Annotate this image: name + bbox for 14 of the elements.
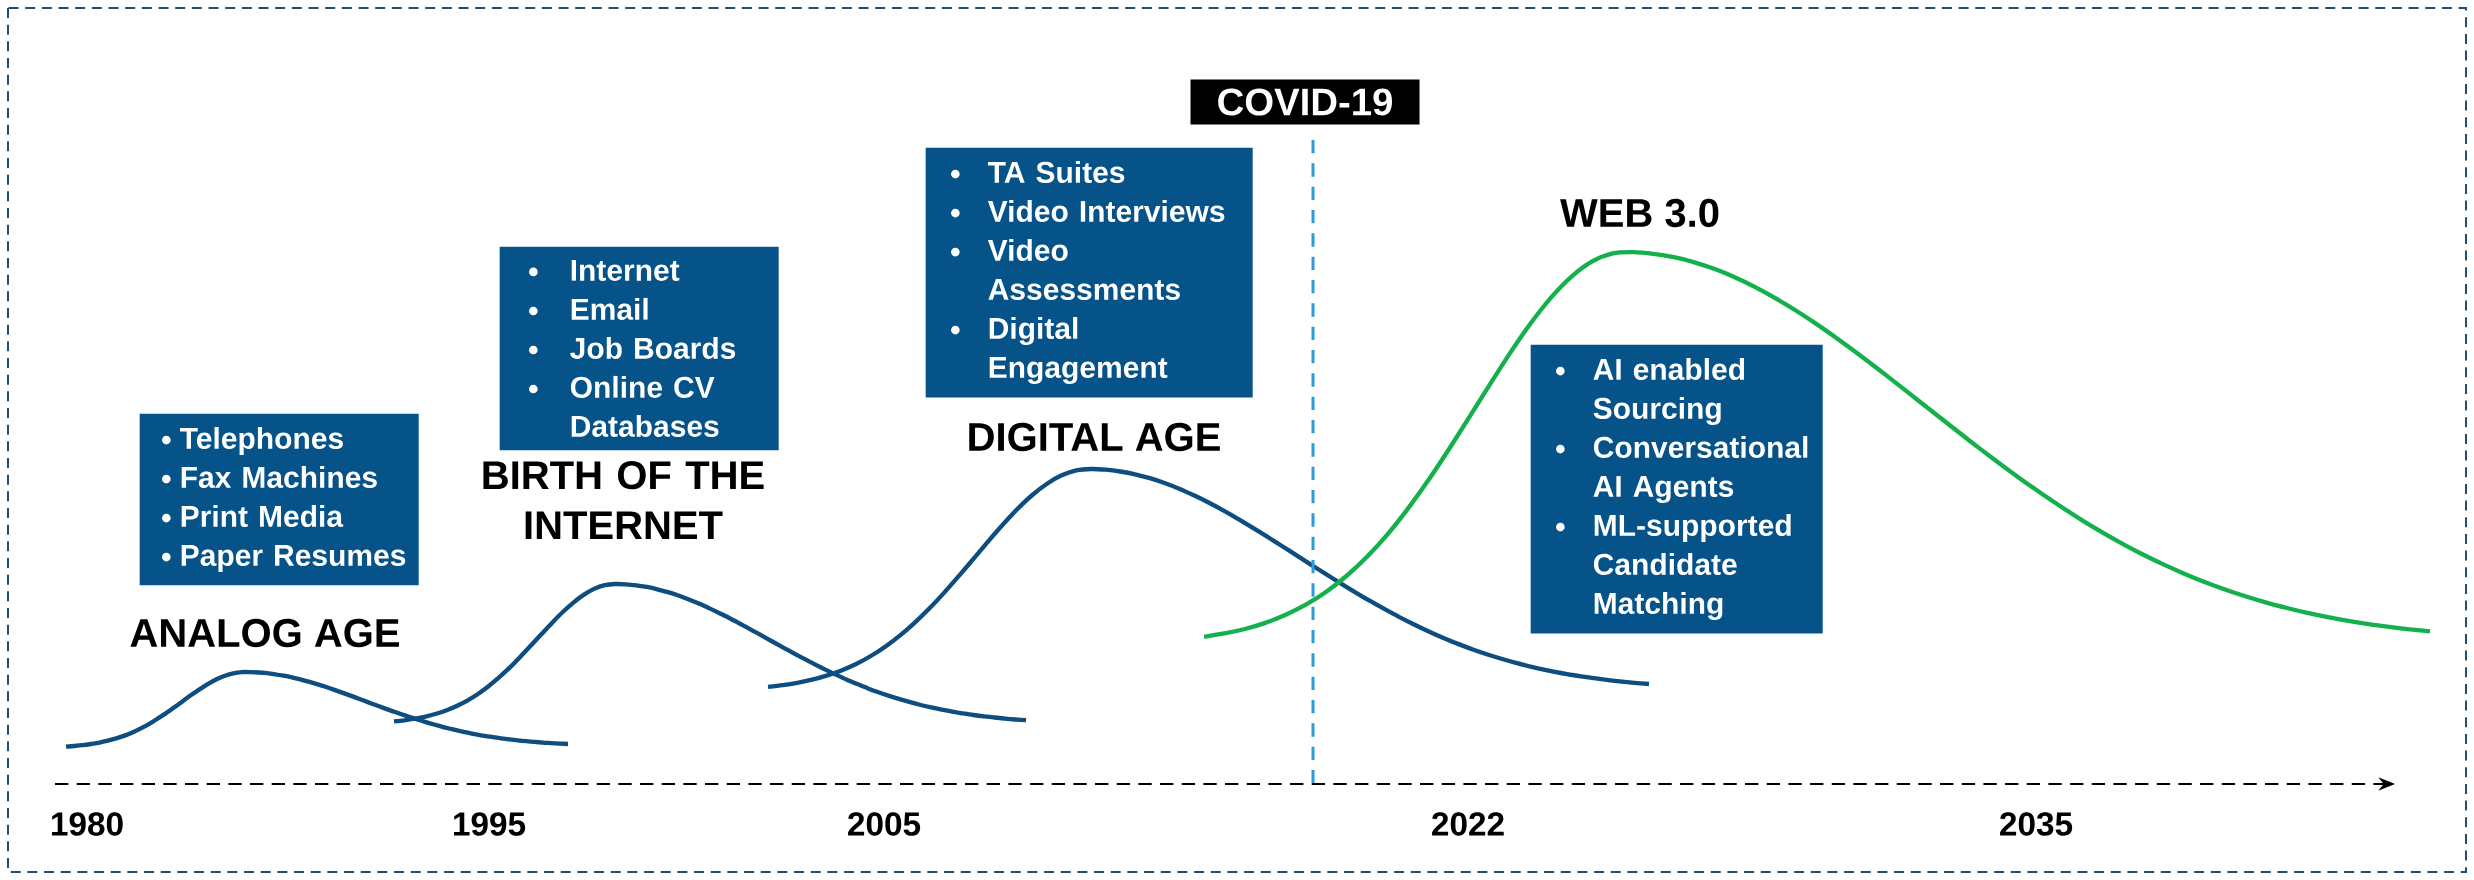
list-box: Internet Email Job Boards Online CV Databases — [499, 246, 779, 451]
event-box: COVID-19 — [1190, 79, 1420, 125]
era-label: DIGITAL AGE — [969, 422, 1220, 452]
era-label: BIRTH OF THE INTERNET — [483, 461, 764, 539]
era-label: ANALOG AGE — [130, 618, 399, 648]
list-box: TA Suites Video Interviews Video Assessments Digital Engagement — [925, 147, 1253, 398]
year-label: 1995 — [454, 812, 526, 836]
era-label: WEB 3.0 — [1560, 198, 1719, 228]
list-box: AI enabled Sourcing Conversational AI Agents ML-supported Candidate Matching — [1530, 344, 1823, 634]
year-label: 1980 — [52, 812, 123, 836]
year-label: 2022 — [1432, 812, 1504, 836]
list-box: Telephones Fax Machines Print Media Paper Resumes — [139, 413, 419, 586]
year-label: 2005 — [848, 812, 921, 836]
year-label: 2035 — [2000, 812, 2073, 836]
